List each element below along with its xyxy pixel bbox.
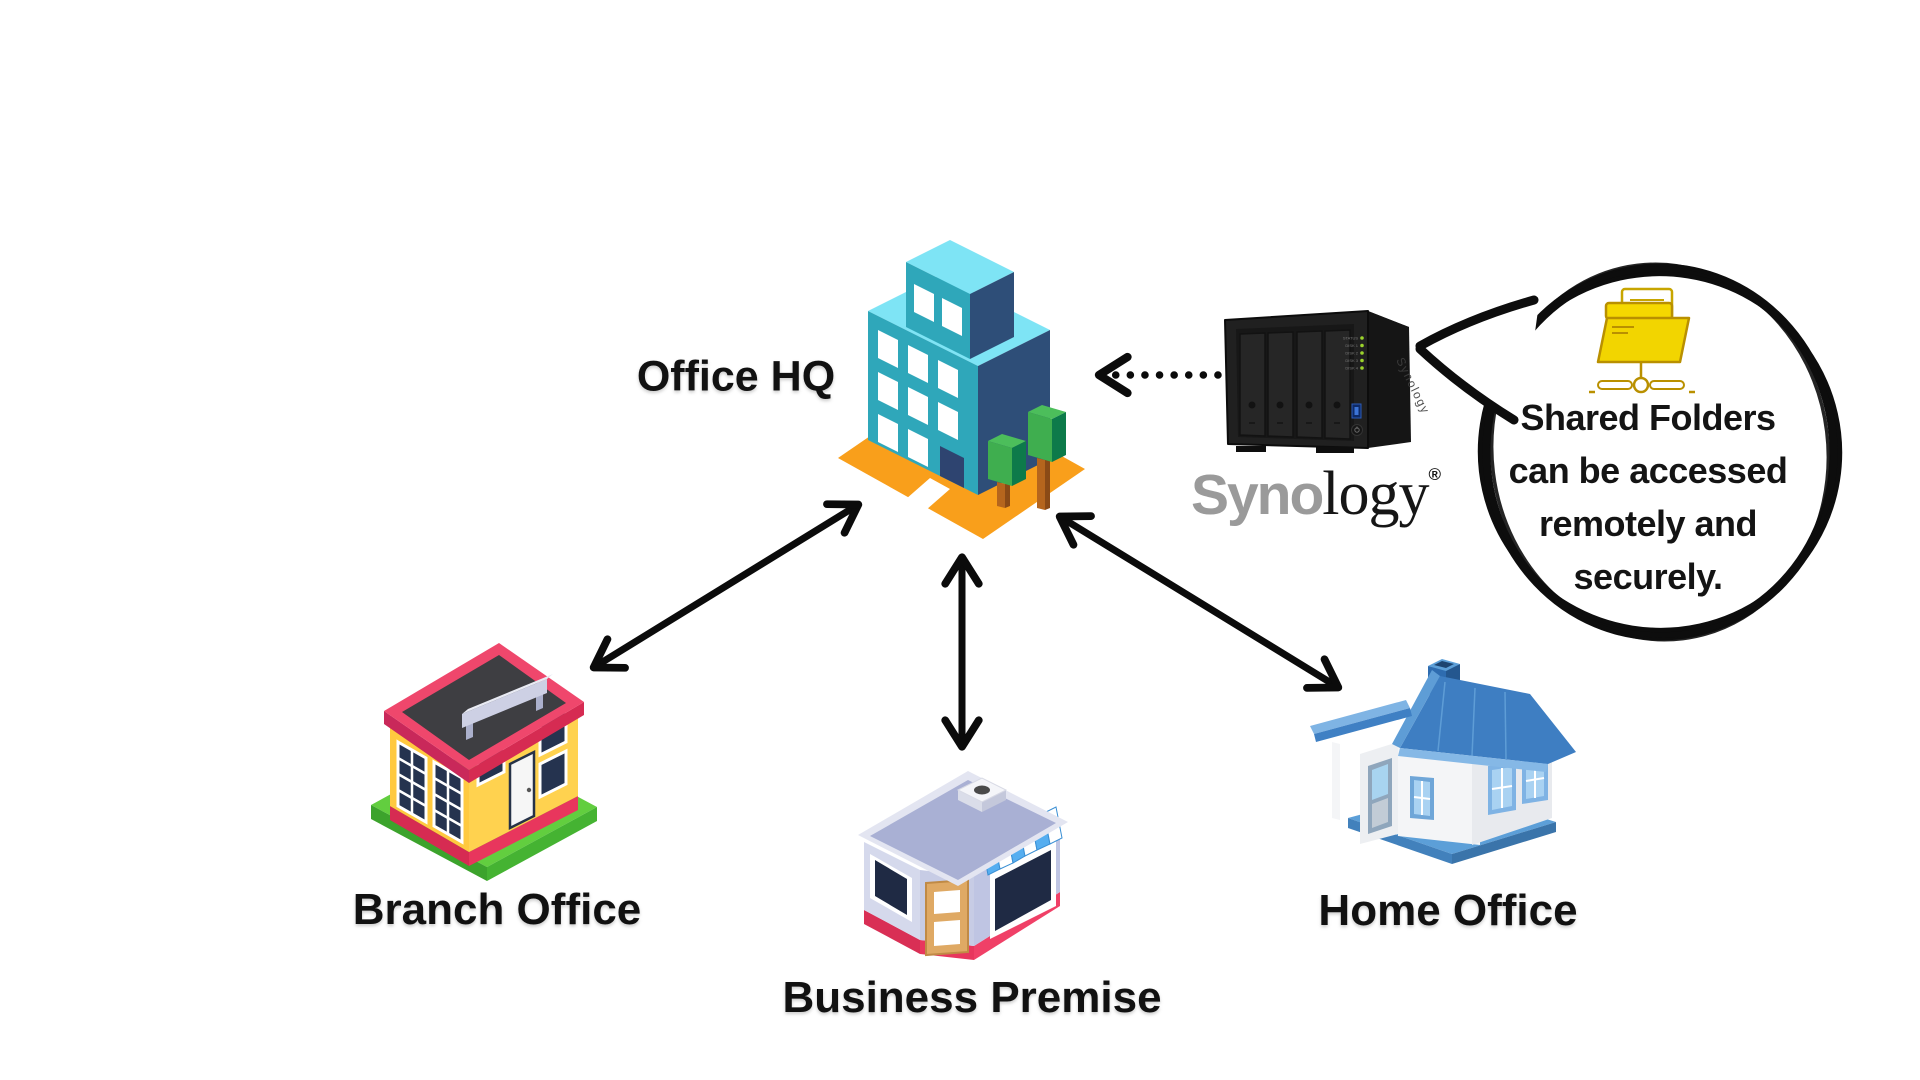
- callout-text: Shared Folders can be accessed remotely …: [1509, 391, 1788, 603]
- shop-roof-vent: [956, 777, 1008, 812]
- hq-door: [940, 446, 964, 488]
- synology-nas-icon: STATUS DISK 1 DISK 2 DISK 3 DISK 4 Synol…: [1224, 310, 1433, 453]
- nas-led-label: DISK 4: [1345, 366, 1358, 371]
- branch-roof-railing: [462, 674, 553, 740]
- synology-logo-suffix: logy: [1322, 460, 1429, 528]
- office-hq-building-icon: [838, 240, 1085, 539]
- business-premise-building-icon: [858, 771, 1068, 960]
- nas-led-label: DISK 2: [1345, 351, 1358, 356]
- nas-led-panel: STATUS DISK 1 DISK 2 DISK 3 DISK 4: [1343, 336, 1364, 371]
- callout-line: can be accessed: [1508, 450, 1788, 491]
- arrow-hq-branch: [589, 500, 863, 672]
- registered-trademark-symbol: ®: [1428, 465, 1442, 484]
- home-gable-window: [1410, 776, 1434, 820]
- nas-led-label: DISK 1: [1345, 343, 1358, 348]
- callout-line: Shared Folders: [1520, 397, 1776, 438]
- nas-led-label: DISK 3: [1345, 358, 1358, 363]
- callout-line: remotely and: [1538, 503, 1758, 544]
- speech-bubble-tail: [1420, 296, 1540, 426]
- speech-bubble: [1415, 262, 1843, 642]
- home-porch-roof: [1310, 700, 1412, 742]
- home-side-windows: [1488, 757, 1548, 815]
- label-office-hq: Office HQ: [636, 352, 836, 401]
- branch-office-building-icon: [371, 643, 597, 881]
- synology-logo: Synology®: [1191, 463, 1441, 525]
- label-home-office: Home Office: [1318, 886, 1578, 935]
- callout-line: securely.: [1573, 556, 1723, 597]
- nas-power-button: [1351, 424, 1363, 436]
- hq-walkway: [906, 478, 950, 510]
- home-door: [1368, 758, 1392, 834]
- synology-logo-prefix: Syno: [1190, 463, 1324, 527]
- arrow-hq-home: [1055, 512, 1343, 692]
- hq-trees: [988, 405, 1066, 510]
- branch-door: [508, 749, 536, 831]
- nas-drive-bays: [1239, 329, 1351, 440]
- nas-usb-port: [1351, 403, 1362, 419]
- shop-door: [925, 878, 969, 957]
- branch-window-grid: [396, 739, 464, 845]
- label-branch-office: Branch Office: [352, 885, 642, 934]
- shared-folder-icon: [1589, 287, 1695, 394]
- nas-led-label: STATUS: [1343, 336, 1359, 341]
- home-office-building-icon: [1310, 659, 1576, 864]
- connection-arrows: [589, 352, 1343, 751]
- label-business-premise: Business Premise: [782, 973, 1162, 1022]
